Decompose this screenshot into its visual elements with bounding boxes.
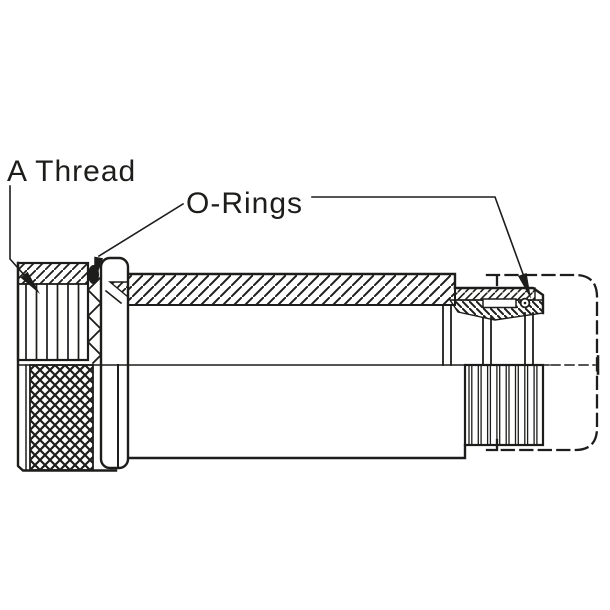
thread-lines xyxy=(25,283,80,361)
leader-a-thread-arrowhead xyxy=(20,271,40,294)
nut-knurl-section xyxy=(16,261,119,472)
spigot-end xyxy=(442,286,545,366)
thread-zigzag xyxy=(86,275,103,365)
leader-o-rings-left-line xyxy=(97,202,185,258)
o-ring-groove xyxy=(482,298,517,309)
o-ring-right-dot xyxy=(523,301,527,305)
rib-lines xyxy=(468,364,538,445)
body-collar xyxy=(99,256,130,470)
knurl-band xyxy=(29,364,94,471)
body-bottom-edge xyxy=(116,443,467,460)
leader-o-rings-left-arrowhead xyxy=(94,256,104,283)
leader-o-rings-right-line xyxy=(311,196,525,276)
leader-o-rings-right xyxy=(311,196,531,299)
leader-o-rings-left xyxy=(94,202,185,283)
collar-notch-line xyxy=(104,289,123,305)
leader-a-thread xyxy=(9,185,40,294)
collar-notch-hatch xyxy=(108,281,129,299)
rib-band xyxy=(463,363,545,447)
body-wall-hatch xyxy=(127,273,456,306)
leader-o-rings-right-arrowhead xyxy=(518,273,531,299)
phantom-connector-outline xyxy=(485,273,599,452)
label-o-rings: O-Rings xyxy=(186,187,303,220)
leader-a-thread-line xyxy=(9,185,28,279)
label-a-thread: A Thread xyxy=(7,155,136,188)
bore-step-edges xyxy=(442,304,534,366)
ribbed-end xyxy=(463,363,545,447)
